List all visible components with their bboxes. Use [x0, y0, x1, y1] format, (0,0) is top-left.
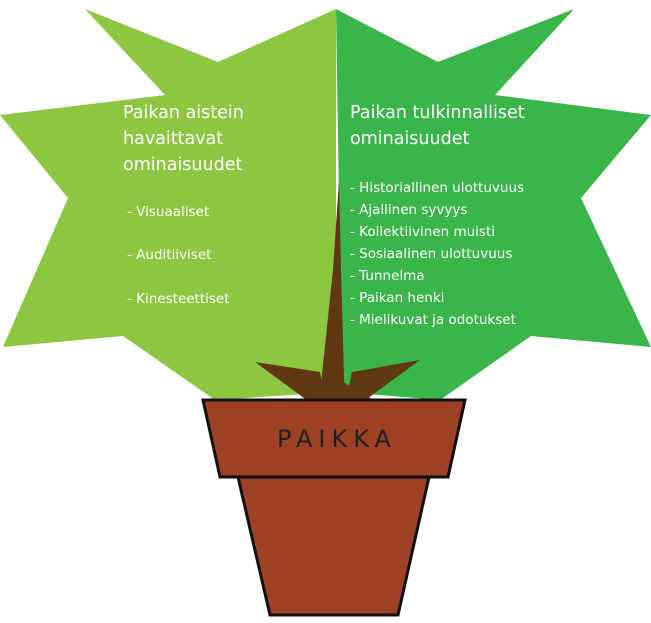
- left-list-item: - Auditiiviset: [127, 247, 211, 263]
- pot-label: PAIKKA: [277, 425, 397, 453]
- right-list-item: - Tunnelma: [350, 268, 425, 284]
- flower-pot: PAIKKA: [201, 398, 467, 617]
- plant-stem: [255, 180, 420, 412]
- left-heading-line: ominaisuudet: [123, 155, 242, 175]
- left-list-item: - Kinesteettiset: [127, 291, 230, 307]
- left-item-list: - Visuaaliset - Auditiiviset - Kinesteet…: [127, 204, 230, 307]
- right-list-item: - Sosiaalinen ulottuvuus: [350, 246, 512, 262]
- right-heading-line: Paikan tulkinnalliset: [350, 103, 525, 123]
- right-heading: Paikan tulkinnalliset ominaisuudet: [350, 103, 525, 149]
- left-list-item: - Visuaaliset: [127, 204, 209, 220]
- left-heading-line: Paikan aistein: [123, 103, 244, 123]
- right-item-list: - Historiallinen ulottuvuus - Ajallinen …: [350, 180, 524, 328]
- right-list-item: - Mielikuvat ja odotukset: [350, 312, 516, 328]
- left-leaf: [0, 9, 336, 400]
- right-list-item: - Ajallinen syvyys: [350, 202, 467, 218]
- right-list-item: - Historiallinen ulottuvuus: [350, 180, 524, 196]
- right-leaf: [336, 9, 651, 400]
- right-list-item: - Kollektiivinen muisti: [350, 224, 495, 240]
- pot-rim: [201, 398, 467, 479]
- left-heading: Paikan aistein havaittavat ominaisuudet: [123, 103, 244, 175]
- left-heading-line: havaittavat: [123, 129, 223, 149]
- right-list-item: - Paikan henki: [350, 290, 444, 306]
- right-heading-line: ominaisuudet: [350, 129, 469, 149]
- pot-body: [236, 475, 431, 617]
